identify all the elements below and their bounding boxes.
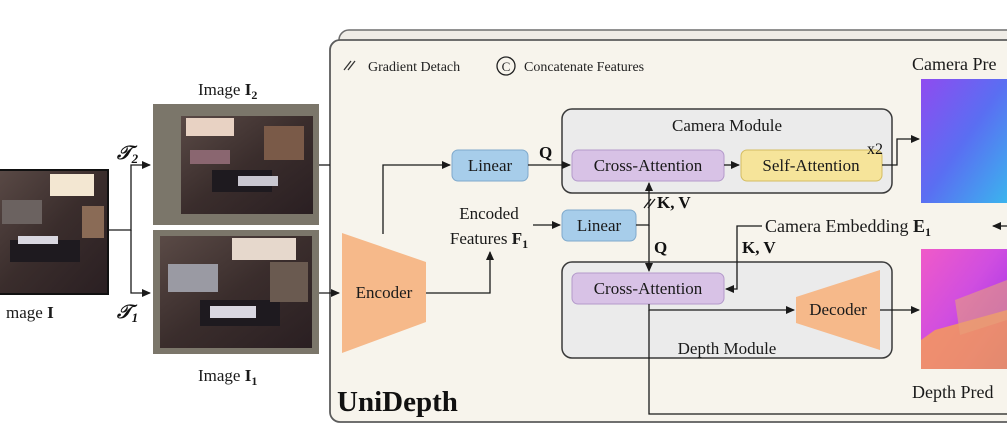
legend-concatenate-features: Concatenate Features: [524, 60, 644, 75]
linear-top-label: Linear: [468, 156, 513, 175]
input-image-main: [0, 169, 109, 295]
concatenate-icon: C: [496, 56, 516, 76]
camera-pred-image: [921, 79, 1007, 203]
depth-pred-label: Depth Pred: [912, 382, 993, 402]
x2-label: x2: [867, 141, 883, 158]
depth-module-title: Depth Module: [678, 339, 777, 358]
decoder-block: [796, 270, 880, 350]
gradient-detach-icon: [343, 60, 356, 71]
input-image-1: [153, 230, 319, 354]
image1-label: Image I1: [198, 366, 257, 388]
cross-attention-bottom-block: [571, 272, 725, 305]
camera-pred-label: Camera Pre: [912, 54, 996, 74]
encoder-label: Encoder: [356, 283, 413, 302]
t1-label: 𝒯1: [116, 302, 138, 325]
encoded-label-line2: Features F1: [450, 229, 528, 251]
self-attention-label: Self-Attention: [762, 156, 860, 175]
decoder-label: Decoder: [809, 300, 867, 319]
kv-top-label: K, V: [657, 193, 691, 212]
encoder-block: [342, 233, 426, 353]
connectors: [107, 135, 1007, 415]
encoded-label-line1: Encoded: [459, 204, 519, 223]
detach-mark-icon: [643, 198, 656, 209]
legend-gradient-detach: Gradient Detach: [368, 60, 460, 75]
linear-mid-label: Linear: [577, 216, 622, 235]
image2-label: Image I2: [198, 80, 257, 102]
image-main-label: mage I: [6, 303, 54, 322]
camera-embedding-label: Camera Embedding E1: [765, 216, 931, 239]
q-mid-label: Q: [654, 238, 667, 257]
input-image-2: [153, 104, 319, 225]
kv-right-label: K, V: [742, 238, 776, 257]
q-top-label: Q: [539, 143, 552, 162]
t2-label: 𝒯2: [116, 143, 139, 166]
cross-attention-top-label: Cross-Attention: [594, 156, 703, 175]
unidepth-brand: UniDepth: [337, 386, 458, 418]
camera-module-title: Camera Module: [672, 116, 782, 135]
cross-attention-bottom-label: Cross-Attention: [594, 279, 703, 298]
svg-text:C: C: [502, 59, 511, 74]
